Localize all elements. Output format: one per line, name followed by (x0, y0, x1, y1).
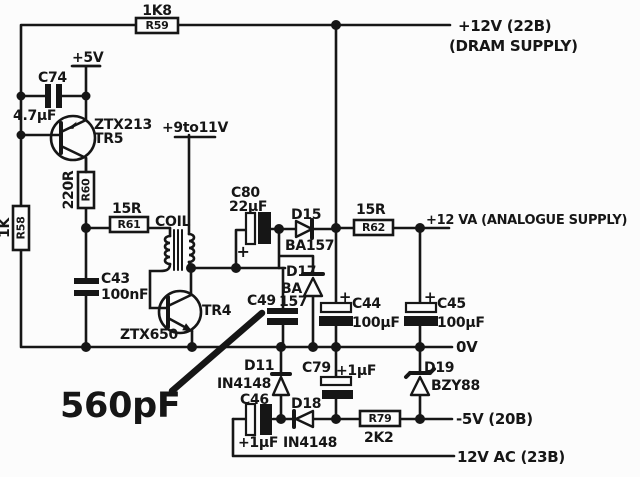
transistor-part: ZTX213 (94, 117, 152, 133)
capacitor-ref: C45 (437, 296, 466, 312)
pnp-emitter-arrow (67, 121, 77, 129)
polarity-plus: + (236, 242, 249, 261)
resistor-value: 220R (61, 170, 77, 209)
diode-D11: D11 IN4148 (217, 358, 292, 397)
resistor-value: 1K (0, 217, 13, 238)
diode-D17: D17 BA 157 (279, 264, 325, 310)
resistor-ref: R79 (369, 412, 392, 425)
capacitor-C46: C46 +1µF (238, 392, 278, 451)
polarity-plus: + (339, 288, 351, 306)
capacitor-C80: C80 22µF + (229, 185, 271, 261)
capacitor-C49: C49 (247, 293, 298, 325)
transistor-part: ZTX650 (120, 327, 178, 343)
resistor-R59: R59 1K8 (134, 3, 180, 35)
rail-labels: +12V (22B) (DRAM SUPPLY) +5V +9to11V +12… (70, 17, 627, 466)
capacitor-value: 22µF (229, 199, 267, 215)
capacitor-value: +1µF (238, 435, 278, 451)
rail-label-9to11v: +9to11V (162, 120, 228, 136)
diode-part: BZY88 (431, 378, 480, 394)
capacitor-value: 100µF (352, 315, 400, 331)
annotation-560pf: 560pF (60, 309, 266, 426)
annotation-value: 560pF (60, 386, 181, 426)
junction-dots (16, 20, 425, 424)
diode-part: IN4148 (217, 376, 271, 392)
rail-label-neg5v: -5V (20B) (456, 410, 533, 428)
resistor-R58: R58 1K (0, 204, 31, 252)
diode-D19-zener: D19 BZY88 (404, 360, 480, 397)
diode-D15: D15 BA157 (285, 207, 335, 254)
resistor-R62: R62 15R (352, 202, 395, 237)
rail-label-0v: 0V (456, 338, 478, 356)
coil-label: COIL (155, 214, 190, 230)
capacitor-C74: C74 4.7µF (13, 70, 68, 124)
diode-ref: D18 (291, 396, 321, 412)
resistor-ref: R61 (118, 218, 141, 231)
diode-ref: D15 (291, 207, 321, 223)
resistor-R79: R79 2K2 (358, 409, 402, 446)
capacitor-C45: + C45 100µF (404, 288, 485, 331)
pointer-line (168, 309, 266, 395)
diode-ref: D17 (286, 264, 316, 280)
diode-part-line2: 157 (279, 294, 307, 310)
diode-ref: D19 (424, 360, 454, 376)
capacitor-C44: + C44 100µF (319, 288, 400, 331)
resistor-ref: R58 (15, 217, 28, 240)
capacitor-ref: C49 (247, 293, 276, 309)
capacitor-ref: C44 (352, 296, 381, 312)
capacitor-value: 100µF (437, 315, 485, 331)
rail-label-dram-supply: (DRAM SUPPLY) (449, 37, 578, 55)
npn-emitter-arrow (182, 323, 192, 331)
resistor-R60: R60 220R (61, 170, 96, 209)
capacitor-ref: C79 (302, 360, 331, 376)
resistor-value: 1K8 (142, 3, 171, 19)
resistor-ref: R62 (362, 221, 385, 234)
capacitor-C43: C43 100nF (74, 271, 149, 303)
rail-label-12v-dram: +12V (22B) (458, 17, 551, 35)
transistor-TR4: ZTX650 TR4 (120, 289, 232, 343)
resistor-ref: R59 (146, 19, 169, 32)
resistor-value: 15R (112, 201, 142, 217)
diode-D18: D18 IN4148 (283, 396, 337, 451)
capacitor-ref: C46 (240, 392, 269, 408)
capacitor-ref: C43 (101, 271, 130, 287)
polarity-plus: + (424, 288, 436, 306)
diode-ref: D11 (244, 358, 274, 374)
rail-label-5v: +5V (72, 50, 104, 66)
rail-label-12vac: 12V AC (23B) (457, 448, 565, 466)
capacitor-value: 100nF (101, 287, 148, 303)
rail-label-analogue: +12 VA (ANALOGUE SUPPLY) (426, 213, 627, 228)
capacitor-ref: C74 (38, 70, 67, 86)
diode-part-line1: BA (281, 281, 302, 297)
resistor-value: 15R (356, 202, 386, 218)
diode-part: BA157 (285, 238, 334, 254)
capacitor-ref: C80 (231, 185, 260, 201)
transformer-coil: COIL (155, 214, 196, 271)
resistor-ref: R60 (80, 178, 93, 202)
diode-part: IN4148 (283, 435, 337, 451)
capacitor-C79: C79 +1µF (302, 360, 376, 399)
capacitor-value: +1µF (336, 363, 376, 379)
transistor-TR5: ZTX213 TR5 (49, 114, 152, 174)
resistor-R61: R61 15R (108, 201, 150, 234)
transistor-ref: TR4 (202, 303, 232, 319)
resistor-value: 2K2 (364, 430, 393, 446)
capacitor-value: 4.7µF (13, 108, 56, 124)
transistor-ref: TR5 (94, 131, 123, 147)
